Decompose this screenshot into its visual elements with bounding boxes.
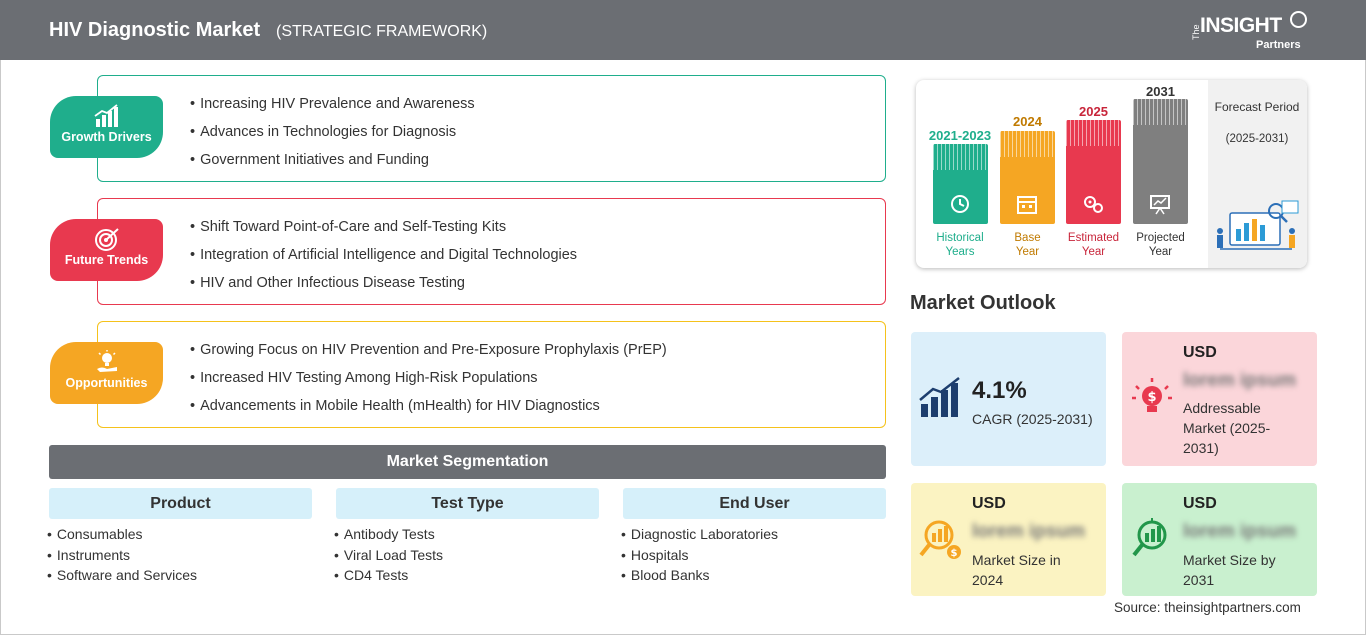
timeline-label-historical: Historical Years (926, 231, 994, 259)
addressable-market-card: $ USD lorem ipsum Addressable Market (20… (1122, 332, 1317, 466)
list-item: Instruments (47, 546, 197, 567)
size-2031-value: lorem ipsum (1183, 521, 1296, 542)
list-item: Advances in Technologies for Diagnosis (190, 124, 475, 152)
market-size-forecast-icon (1132, 518, 1167, 557)
growth-drivers-badge: Growth Drivers (50, 96, 163, 158)
timeline-label-base-line2: Year (1015, 246, 1040, 258)
header-bar: HIV Diagnostic Market (STRATEGIC FRAMEWO… (0, 0, 1366, 60)
size-2024-label: Market Size in 2024 (972, 552, 1061, 588)
forecast-period-range: (2025-2031) (1225, 133, 1289, 145)
opportunities-badge: Opportunities (50, 342, 163, 404)
list-item: Consumables (47, 525, 197, 546)
segmentation-title: Market Segmentation (49, 445, 886, 479)
growth-chart-icon (93, 104, 118, 127)
timeline-label-projected: Projected Year (1127, 231, 1194, 259)
list-item: Growing Focus on HIV Prevention and Pre-… (190, 342, 667, 370)
timeline-year-historical: 2021-2023 (928, 128, 992, 143)
addressable-label: Addressable Market (2025-2031) (1183, 400, 1271, 456)
market-outlook-title: Market Outlook (910, 292, 1056, 314)
addressable-usd: USD (1183, 344, 1217, 361)
list-item: Viral Load Tests (334, 546, 443, 567)
timeline-bar-base (1000, 131, 1055, 224)
timeline-year-base: 2024 (1013, 114, 1042, 129)
source-text[interactable]: Source: theinsightpartners.com (1114, 600, 1301, 615)
timeline-bar-historical (933, 144, 988, 224)
timeline-year-estimated: 2025 (1079, 104, 1108, 119)
svg-text:$: $ (951, 548, 958, 559)
segment-head-end-user: End User (623, 488, 886, 519)
list-item: HIV and Other Infectious Disease Testing (190, 275, 577, 303)
growth-drivers-label: Growth Drivers (61, 130, 152, 144)
list-item: Government Initiatives and Funding (190, 152, 475, 180)
logo-insight-text: INSIGHT (1200, 14, 1282, 37)
end-user-segment-list: Diagnostic Laboratories Hospitals Blood … (621, 525, 778, 587)
analytics-illustration-icon (1217, 200, 1299, 250)
money-bulb-icon: $ (1132, 378, 1172, 412)
timeline-label-projected-line2: Year (1148, 246, 1173, 258)
cagr-value: 4.1% (972, 377, 1027, 404)
future-trends-badge: Future Trends (50, 219, 163, 281)
segment-head-test-type: Test Type (336, 488, 599, 519)
opportunities-label: Opportunities (65, 376, 148, 390)
opportunities-list: Growing Focus on HIV Prevention and Pre-… (190, 342, 667, 426)
market-size-magnifier-icon: $ (919, 520, 961, 559)
list-item: Hospitals (621, 546, 778, 567)
cagr-label: CAGR (2025-2031) (972, 411, 1093, 427)
page-title: HIV Diagnostic Market (49, 19, 261, 41)
presentation-icon (1150, 195, 1170, 215)
market-size-2024-card: $ USD lorem ipsum Market Size in 2024 (911, 483, 1106, 596)
list-item: Integration of Artificial Intelligence a… (190, 247, 577, 275)
growth-drivers-box: Increasing HIV Prevalence and Awareness … (97, 75, 886, 182)
list-item: Blood Banks (621, 566, 778, 587)
insight-partners-logo[interactable]: The INSIGHT Partners (1188, 10, 1308, 54)
timeline-label-base-line1: Base (1014, 232, 1041, 244)
timeline-label-base: Base Year (996, 231, 1059, 259)
list-item: Diagnostic Laboratories (621, 525, 778, 546)
future-trends-box: Shift Toward Point-of-Care and Self-Test… (97, 198, 886, 305)
list-item: Increased HIV Testing Among High-Risk Po… (190, 370, 667, 398)
growth-chart-icon (919, 377, 960, 417)
growth-drivers-list: Increasing HIV Prevalence and Awareness … (190, 96, 475, 180)
opportunities-box: Growing Focus on HIV Prevention and Pre-… (97, 321, 886, 428)
list-item: Advancements in Mobile Health (mHealth) … (190, 398, 667, 426)
timeline-label-estimated: Estimated Year (1061, 231, 1126, 259)
timeline-label-estimated-line1: Estimated (1067, 232, 1120, 244)
test-type-segment-list: Antibody Tests Viral Load Tests CD4 Test… (334, 525, 443, 587)
size-2031-usd: USD (1183, 495, 1217, 512)
timeline-label-historical-line1: Historical (936, 232, 984, 244)
list-item: Shift Toward Point-of-Care and Self-Test… (190, 219, 577, 247)
future-trends-list: Shift Toward Point-of-Care and Self-Test… (190, 219, 577, 303)
svg-text:$: $ (1147, 390, 1156, 405)
logo-ring-icon (1290, 11, 1307, 28)
gears-icon (1084, 196, 1103, 213)
market-size-2031-card: USD lorem ipsum Market Size by 2031 (1122, 483, 1317, 596)
target-icon (94, 228, 119, 251)
addressable-value: lorem ipsum (1183, 370, 1296, 391)
timeline-label-projected-line1: Projected (1136, 232, 1185, 244)
list-item: Software and Services (47, 566, 197, 587)
calendar-icon (1017, 196, 1037, 214)
future-trends-label: Future Trends (64, 253, 149, 267)
lightbulb-hand-icon (96, 350, 117, 372)
timeline-year-projected: 2031 (1146, 84, 1175, 99)
logo-partners-text: Partners (1256, 39, 1301, 51)
page-subtitle: (STRATEGIC FRAMEWORK) (276, 23, 488, 40)
timeline-label-historical-line2: Years (945, 246, 975, 258)
size-2031-label: Market Size by 2031 (1183, 552, 1276, 588)
list-item: CD4 Tests (334, 566, 443, 587)
cagr-card: 4.1% CAGR (2025-2031) (911, 332, 1106, 466)
history-icon (951, 195, 969, 213)
list-item: Increasing HIV Prevalence and Awareness (190, 96, 475, 124)
segment-head-product: Product (49, 488, 312, 519)
product-segment-list: Consumables Instruments Software and Ser… (47, 525, 197, 587)
size-2024-usd: USD (972, 495, 1006, 512)
forecast-period-label: Forecast Period (1214, 100, 1300, 114)
timeline-label-estimated-line2: Year (1081, 246, 1106, 258)
list-item: Antibody Tests (334, 525, 443, 546)
size-2024-value: lorem ipsum (972, 521, 1085, 542)
